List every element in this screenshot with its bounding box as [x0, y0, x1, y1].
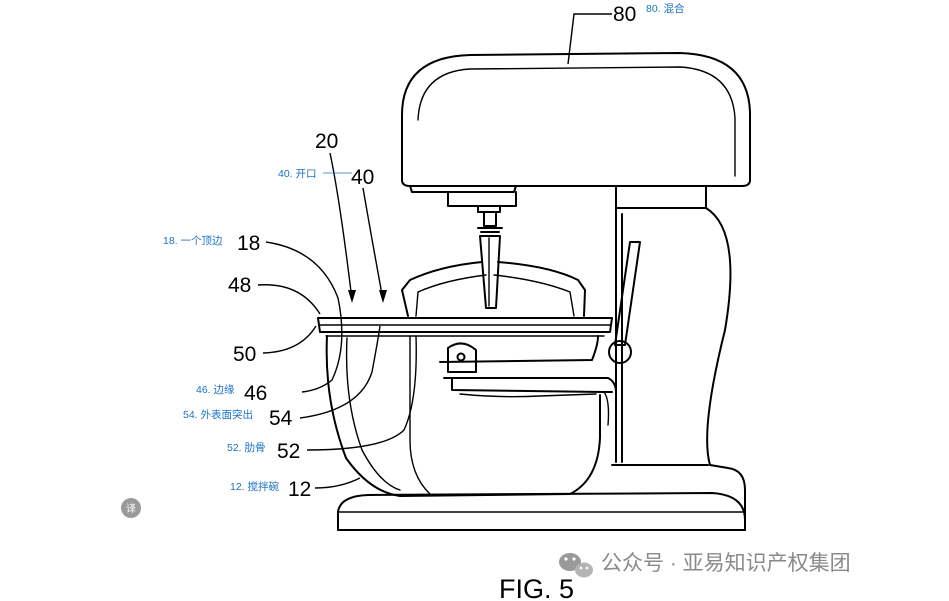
- figure-title: FIG. 5: [499, 574, 574, 601]
- mixer-pedestal: [611, 185, 746, 531]
- watermark: 公众号 · 亚易知识产权集团: [559, 552, 851, 578]
- numeral-46: 46: [244, 382, 267, 405]
- translate-badge-label: 译: [126, 503, 136, 515]
- numeral-18: 18: [237, 232, 260, 255]
- numeral-54: 54: [269, 407, 293, 430]
- bowl-lift-lever: [608, 241, 641, 364]
- wechat-icon: [559, 553, 593, 578]
- annotation-18: 18. 一个顶边: [163, 235, 223, 247]
- annotation-80: 80. 混合: [646, 2, 685, 15]
- numeral-80: 80: [613, 3, 636, 26]
- mixer-head: [401, 52, 751, 233]
- numeral-12: 12: [288, 478, 311, 501]
- reference-numerals: 80 20 40 18 48 50 46 54 52 12: [228, 3, 636, 501]
- annotation-46: 46. 边缘: [196, 383, 235, 396]
- numeral-40: 40: [351, 166, 374, 189]
- annotation-54: 54. 外表面突出: [183, 408, 253, 421]
- watermark-text: 公众号 · 亚易知识产权集团: [601, 552, 851, 575]
- leader-lines: [257, 13, 612, 489]
- numeral-50: 50: [233, 343, 256, 366]
- annotation-12: 12. 搅拌碗: [230, 480, 280, 493]
- numeral-52: 52: [277, 440, 300, 463]
- translate-badge[interactable]: 译: [121, 498, 141, 518]
- annotation-40: 40. 开口: [278, 168, 317, 180]
- annotations: 80. 混合 40. 开口 18. 一个顶边 46. 边缘 54. 外表面突出 …: [163, 2, 685, 493]
- numeral-48: 48: [228, 274, 251, 297]
- mixing-bowl: [325, 335, 601, 497]
- bowl-clamp-arm: [443, 342, 617, 431]
- bowl-rim: [317, 317, 613, 337]
- mixer-base: [337, 492, 746, 531]
- annotation-52: 52. 肋骨: [227, 441, 266, 454]
- numeral-20: 20: [315, 130, 338, 153]
- flat-beater: [401, 235, 586, 317]
